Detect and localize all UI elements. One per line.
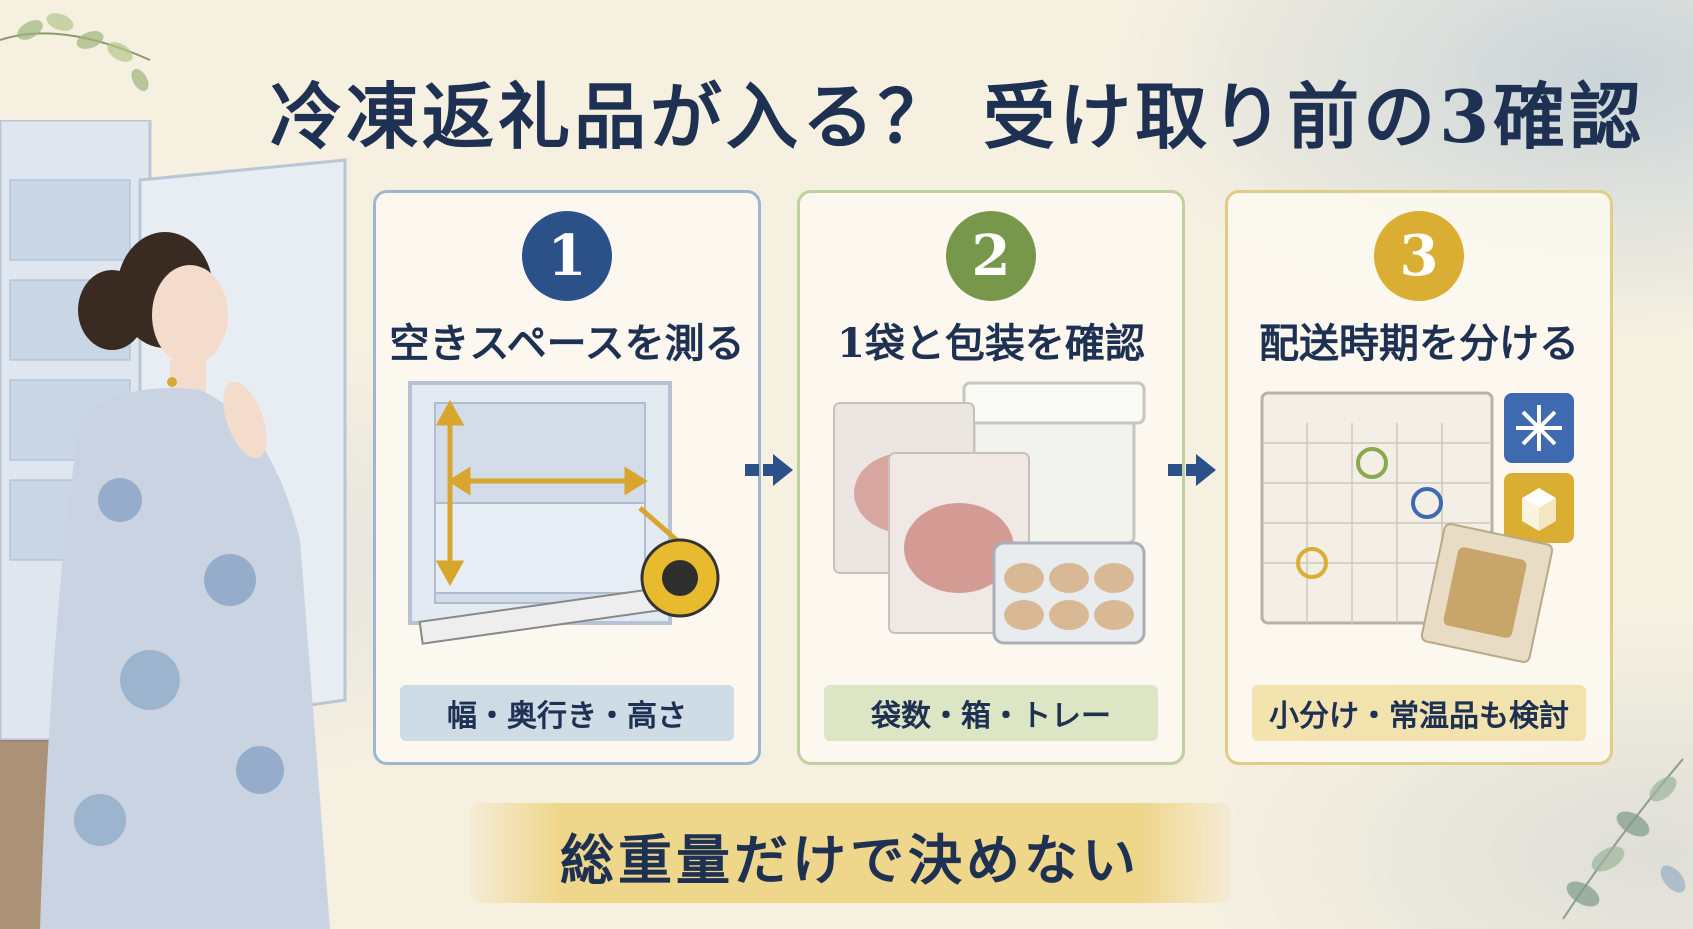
calendar-illustration bbox=[1260, 391, 1574, 663]
box-icon bbox=[1504, 473, 1574, 543]
arrow-right-icon bbox=[745, 454, 793, 486]
woman-in-kimono-illustration bbox=[0, 120, 347, 929]
freezer-measure-illustration bbox=[408, 381, 720, 645]
step-number-badge: 3 bbox=[1374, 211, 1464, 301]
leaf-icon bbox=[1562, 758, 1686, 920]
conclusion-highlight bbox=[470, 803, 1230, 903]
arrow-height bbox=[435, 399, 465, 587]
step-note: 幅・奥行き・高さ bbox=[400, 685, 734, 741]
step-title: 空きスペースを測る bbox=[389, 320, 745, 367]
packaging-illustration bbox=[833, 381, 1146, 645]
step-title: 配送時期を分ける bbox=[1259, 320, 1579, 367]
conclusion-text: 総重量だけで決めない bbox=[560, 827, 1140, 892]
step-number-badge: 1 bbox=[522, 211, 612, 301]
snowflake-icon bbox=[1504, 393, 1574, 463]
arrow-right-icon bbox=[1168, 454, 1216, 486]
step-number-badge: 2 bbox=[946, 211, 1036, 301]
step-card-1: 1 空きスペースを測る 幅・奥行き・高さ bbox=[373, 190, 761, 765]
meat-bag-icon bbox=[1420, 522, 1554, 663]
step-note: 袋数・箱・トレー bbox=[824, 685, 1158, 741]
tray-icon bbox=[992, 541, 1146, 645]
page-title: 冷凍返礼品が入る？ 受け取り前の3確認 bbox=[270, 74, 1646, 159]
step-card-3: 3 配送時期を分ける bbox=[1225, 190, 1613, 765]
arrow-depth bbox=[638, 506, 682, 545]
arrow-width bbox=[447, 466, 648, 496]
tape-measure-icon bbox=[418, 538, 720, 645]
step-title: 1袋と包装を確認 bbox=[837, 320, 1145, 367]
leaf-icon bbox=[0, 13, 151, 91]
step-note: 小分け・常温品も検討 bbox=[1252, 685, 1586, 741]
step-card-2: 2 1袋と包装を確認 袋数・箱・トレー bbox=[797, 190, 1185, 765]
